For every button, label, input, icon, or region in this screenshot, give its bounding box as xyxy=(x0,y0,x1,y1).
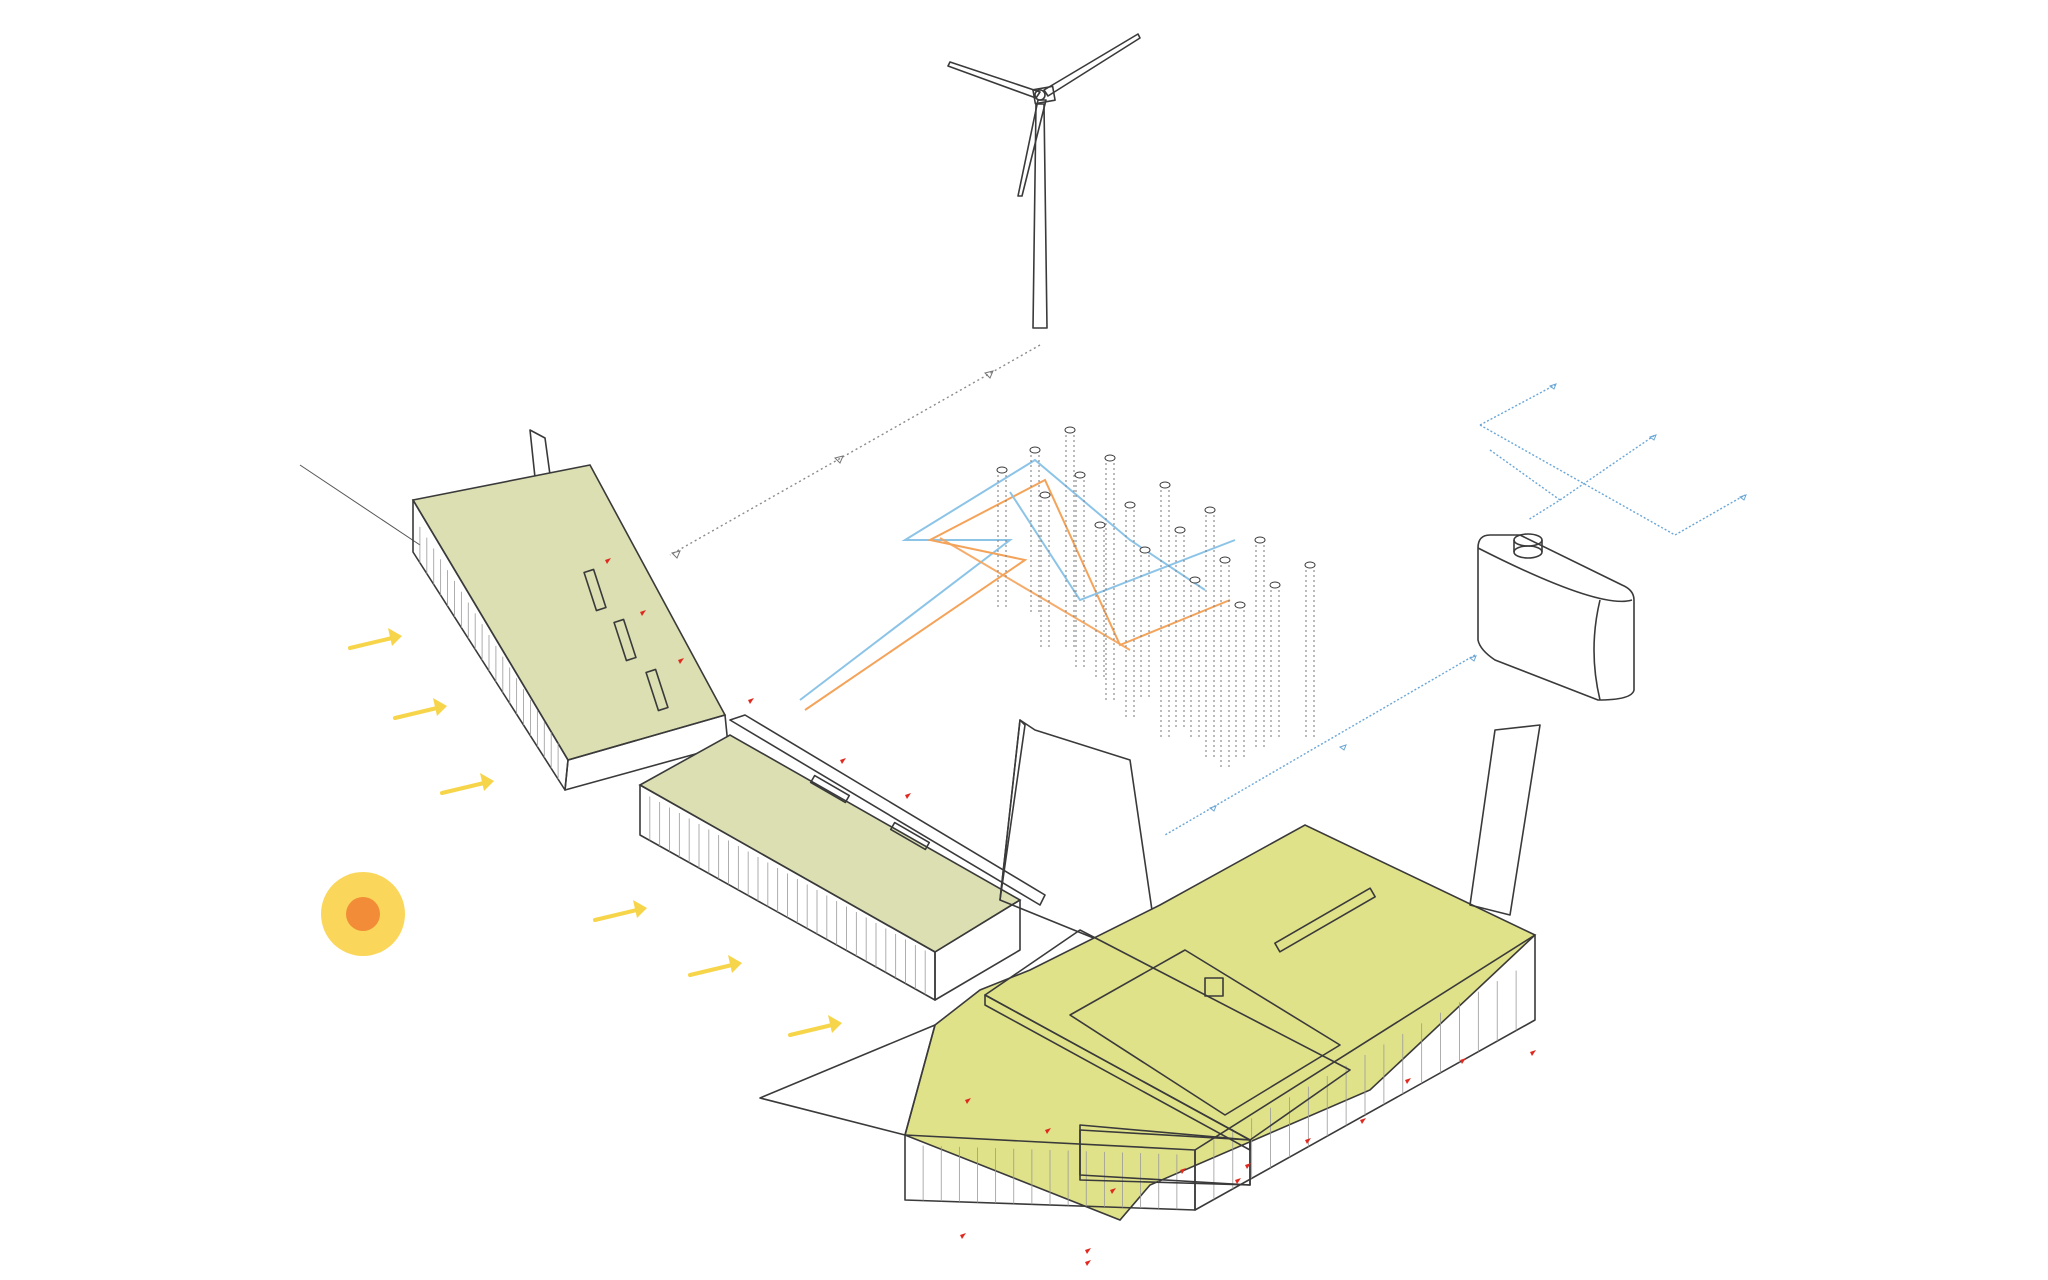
heat-flow-marker-icon xyxy=(1045,1128,1051,1134)
geothermal-well-icon xyxy=(1304,561,1316,740)
wind-arrows xyxy=(348,628,842,1037)
geothermal-well-icon xyxy=(1204,506,1216,760)
heat-flow-marker-icon xyxy=(678,658,684,664)
heat-flow-marker-icon xyxy=(1460,1058,1466,1064)
building-wing-south xyxy=(759,724,1541,1221)
geothermal-well-icon xyxy=(1039,491,1051,650)
geothermal-well-icon xyxy=(1064,426,1076,650)
geothermal-well-icon xyxy=(1074,471,1086,670)
geothermal-well-icon xyxy=(1094,521,1106,680)
sun-icon xyxy=(321,872,405,956)
geothermal-well-icon xyxy=(1219,556,1231,770)
heat-flow-marker-icon xyxy=(965,1098,971,1104)
geothermal-wells xyxy=(996,426,1316,770)
heat-flow-marker-icon xyxy=(905,793,911,799)
facade-hatching xyxy=(419,526,559,780)
geothermal-well-icon xyxy=(1189,576,1201,740)
chimney-fin xyxy=(999,719,1161,966)
heat-flow-marker-icon xyxy=(640,610,646,616)
heat-flow-marker-icon xyxy=(840,758,846,764)
heat-flow-marker-icon xyxy=(960,1233,966,1239)
geothermal-well-icon xyxy=(1029,446,1041,615)
geothermal-well-icon xyxy=(1124,501,1136,720)
heat-flow-marker-icon xyxy=(1245,1163,1251,1169)
heat-flow-marker-icon xyxy=(1305,1138,1311,1144)
heat-flow-marker-icon xyxy=(748,698,754,704)
heat-flow-marker-icon xyxy=(1235,1178,1241,1184)
facade-hatching xyxy=(922,970,1517,1210)
wind-arrow-icon xyxy=(593,900,647,922)
central-pavilion xyxy=(984,929,1351,1186)
heat-flow-marker-icon xyxy=(1360,1118,1366,1124)
facade-hatching xyxy=(649,796,926,995)
wind-arrow-icon xyxy=(788,1015,842,1037)
water-pipes xyxy=(1164,383,1747,836)
geothermal-well-icon xyxy=(996,466,1008,610)
water-tank-icon xyxy=(1477,533,1635,701)
wind-arrow-icon xyxy=(688,955,742,977)
heat-flow-marker-icon xyxy=(1180,1168,1186,1174)
geothermal-well-icon xyxy=(1254,536,1266,750)
building-wing-middle xyxy=(638,714,1046,1001)
geothermal-well-icon xyxy=(1174,526,1186,730)
heat-flow-marker-icon xyxy=(1405,1078,1411,1084)
geothermal-well-icon xyxy=(1139,546,1151,700)
heat-flow-marker-icon xyxy=(1110,1188,1116,1194)
wind-arrow-icon xyxy=(393,698,447,720)
geothermal-well-icon xyxy=(1234,601,1246,760)
turbine-power-line xyxy=(669,344,1041,559)
geothermal-loop xyxy=(799,458,1236,711)
heat-flow-marker-icon xyxy=(605,558,611,564)
geothermal-well-icon xyxy=(1159,481,1171,740)
heat-flow-markers xyxy=(605,558,1536,1266)
wind-turbine-icon xyxy=(947,33,1141,329)
heat-flow-marker-icon xyxy=(1530,1050,1536,1056)
wind-arrow-icon xyxy=(348,628,402,650)
wind-arrow-icon xyxy=(440,773,494,795)
building-wing-north xyxy=(299,429,729,791)
heat-flow-marker-icon xyxy=(1085,1260,1091,1266)
geothermal-well-icon xyxy=(1269,581,1281,740)
geothermal-well-icon xyxy=(1104,454,1116,700)
heat-flow-marker-icon xyxy=(1085,1248,1091,1254)
